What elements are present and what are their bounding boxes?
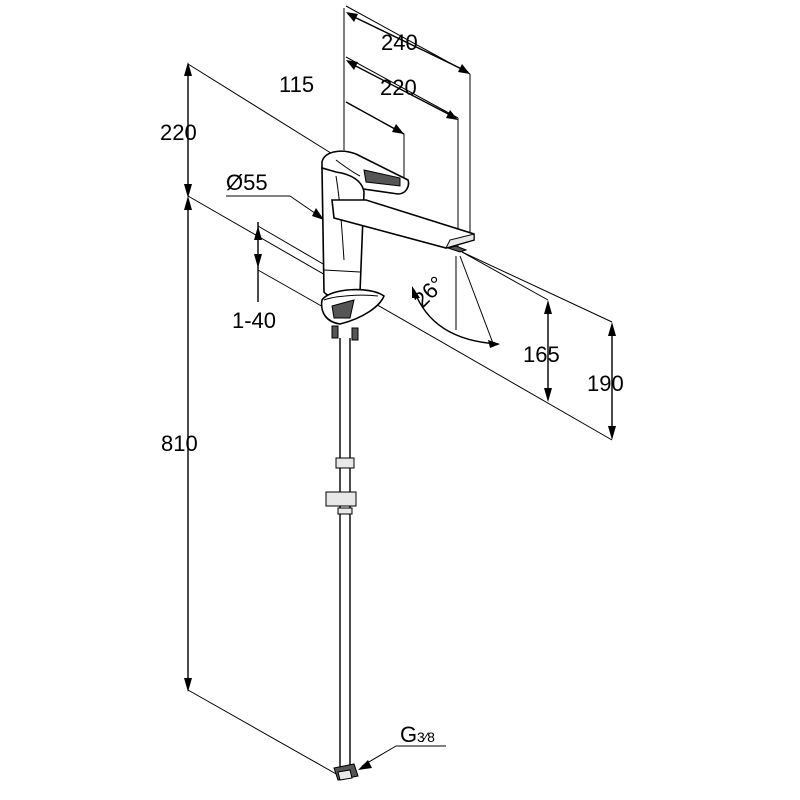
- label-diameter: Ø55: [226, 170, 268, 195]
- label-connection-thread: G: [400, 722, 417, 747]
- dimension-diameter: Ø55: [226, 170, 324, 220]
- dimension-hose-length: 810: [161, 196, 198, 692]
- label-spout-reach: 220: [380, 75, 417, 100]
- label-hose-length: 810: [161, 431, 198, 456]
- dimension-top-width: 240: [346, 12, 470, 74]
- label-lever-length: 115: [279, 72, 314, 97]
- dimension-deck-thickness: 1-40: [232, 222, 276, 333]
- faucet: [320, 150, 475, 341]
- faucet-body: [321, 166, 365, 299]
- hose-clip-lower: [325, 491, 357, 507]
- label-total-height: 190: [587, 371, 624, 396]
- label-deck-thickness: 1-40: [232, 308, 276, 333]
- dimension-total-height: 190: [587, 322, 624, 440]
- label-top-width: 240: [381, 30, 418, 55]
- dimension-spout-height: 165: [523, 300, 560, 402]
- dimension-upper-height: 220: [160, 62, 197, 198]
- label-swivel-angle: 26°: [408, 271, 449, 312]
- label-connection-fraction: 3⁄8: [417, 729, 435, 745]
- dimension-swivel-angle: 26°: [408, 255, 500, 348]
- dimension-connection: G 3⁄8: [358, 722, 446, 770]
- dimension-spout-reach: 220: [346, 60, 458, 120]
- dimension-lever-length: 115: [279, 72, 405, 135]
- label-spout-height: 165: [523, 342, 560, 367]
- supply-hose: [325, 338, 359, 781]
- hose-clip-upper: [335, 457, 355, 469]
- label-upper-height: 220: [160, 120, 197, 145]
